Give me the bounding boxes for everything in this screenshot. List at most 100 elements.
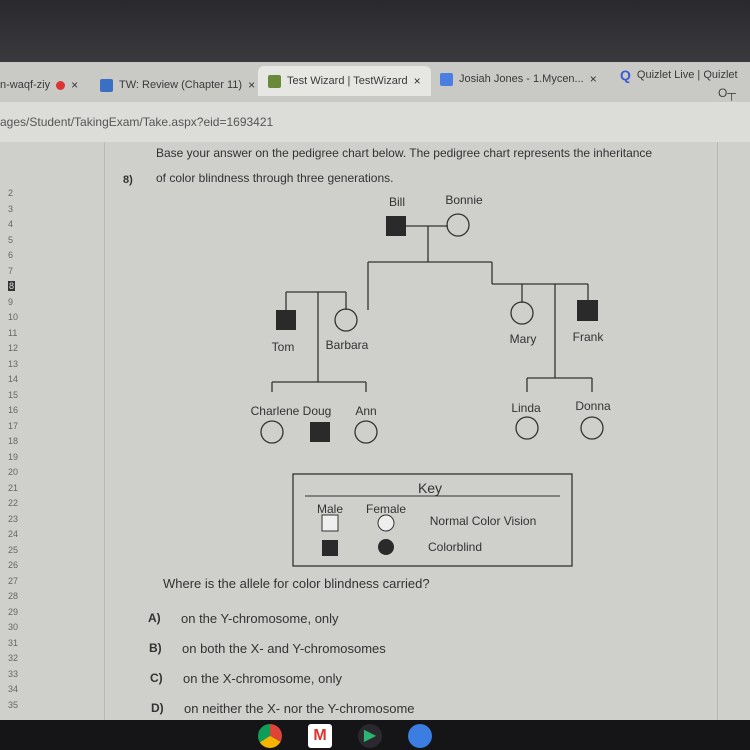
question-nav-item[interactable]: 24 — [8, 529, 19, 539]
option-letter[interactable]: D) — [151, 701, 164, 715]
question-nav-item[interactable]: 3 — [8, 203, 14, 214]
question-nav-item[interactable]: 32 — [8, 653, 19, 663]
bonnie-symbol — [446, 213, 470, 237]
close-icon[interactable]: × — [589, 72, 597, 86]
tab-meet[interactable]: n-waqf-ziy × — [0, 70, 78, 100]
frank-symbol — [577, 300, 598, 321]
label-linda: Linda — [511, 401, 541, 415]
label-donna: Donna — [575, 399, 611, 413]
question-nav-item[interactable]: 22 — [8, 498, 19, 508]
play-store-icon[interactable]: ▶ — [358, 724, 382, 748]
tab-test-wizard[interactable]: Test Wizard | TestWizard × — [258, 66, 431, 96]
question-nav-item[interactable]: 8 — [8, 281, 16, 291]
question-nav-item[interactable]: 16 — [8, 405, 19, 415]
tw-icon — [100, 78, 113, 92]
label-charlene-doug: Charlene Doug — [250, 404, 332, 418]
quizlet-icon: Q — [620, 67, 631, 83]
key-colorblind-label: Colorblind — [427, 540, 483, 554]
barbara-symbol — [334, 308, 358, 332]
close-icon[interactable]: × — [413, 74, 421, 88]
question-nav-item[interactable]: 14 — [8, 374, 19, 384]
question-nav-item[interactable]: 5 — [8, 234, 14, 245]
question-nav-item[interactable]: 12 — [8, 343, 19, 353]
doug-symbol — [310, 422, 330, 442]
tab-label: Test Wizard | TestWizard — [287, 75, 408, 87]
tab-quizlet[interactable]: Q Quizlet Live | Quizlet — [620, 60, 738, 90]
option-letter[interactable]: B) — [149, 641, 162, 655]
tab-bar: n-waqf-ziy × TW: Review (Chapter 11) × Tes… — [0, 62, 750, 102]
key-colorblind-female — [378, 539, 394, 555]
screen-bezel — [0, 0, 750, 62]
question-nav-item[interactable]: 35 — [8, 699, 19, 710]
question-nav-item[interactable]: 31 — [8, 637, 19, 648]
label-bill: Bill — [388, 195, 406, 209]
key-icon[interactable]: O┬ — [718, 86, 736, 100]
docs-icon — [440, 72, 453, 86]
question-nav-item[interactable]: 15 — [8, 389, 19, 400]
taskbar: M ▶ — [0, 720, 750, 750]
ann-symbol — [354, 420, 378, 444]
question-nav-item[interactable]: 2 — [8, 188, 14, 198]
charlene-symbol — [260, 420, 284, 444]
tab-label: Quizlet Live | Quizlet — [636, 69, 738, 81]
question-intro: of color blindness through three generat… — [156, 171, 394, 185]
chrome-icon[interactable] — [258, 724, 282, 748]
question-nav-item[interactable]: 25 — [8, 544, 19, 555]
question-nav-item[interactable]: 6 — [8, 250, 14, 260]
question-nav-item[interactable]: 34 — [8, 684, 19, 694]
label-mary: Mary — [509, 332, 537, 346]
key-colorblind-male — [322, 540, 338, 556]
option-text[interactable]: on the Y-chromosome, only — [181, 611, 339, 626]
bill-symbol — [386, 216, 406, 236]
question-nav-item[interactable]: 18 — [8, 436, 19, 446]
address-bar[interactable]: ages/Student/TakingExam/Take.aspx?eid=16… — [0, 102, 750, 142]
label-tom: Tom — [271, 340, 295, 354]
key-title: Key — [417, 480, 443, 496]
question-intro: Base your answer on the pedigree chart b… — [156, 146, 653, 160]
question-nav-item[interactable]: 20 — [8, 467, 19, 477]
key-normal-male — [321, 514, 339, 532]
question-nav-item[interactable]: 17 — [8, 420, 19, 431]
option-letter[interactable]: A) — [148, 611, 161, 625]
question-nav-item[interactable]: 33 — [8, 668, 19, 679]
url-text: ages/Student/TakingExam/Take.aspx?eid=16… — [0, 115, 274, 129]
tab-label: TW: Review (Chapter 11) — [119, 79, 243, 91]
files-icon[interactable] — [408, 724, 432, 748]
question-nav-item[interactable]: 23 — [8, 513, 19, 524]
tab-tw-review[interactable]: TW: Review (Chapter 11) × — [100, 70, 255, 100]
label-barbara: Barbara — [325, 338, 369, 352]
question-nav-item[interactable]: 30 — [8, 622, 19, 632]
question-nav-item[interactable]: 4 — [8, 219, 14, 229]
option-text[interactable]: on both the X- and Y-chromosomes — [182, 641, 386, 656]
tom-symbol — [276, 310, 296, 330]
key-male-label: Male — [316, 502, 344, 516]
key-box — [292, 473, 573, 567]
tab-docs[interactable]: Josiah Jones - 1.Mycen...× — [440, 64, 597, 94]
question-nav-item[interactable]: 21 — [8, 482, 19, 493]
question-nav-item[interactable]: 27 — [8, 575, 19, 586]
question-nav-item[interactable]: 11 — [8, 327, 18, 338]
question-nav-item[interactable]: 7 — [8, 265, 14, 276]
question-nav-item[interactable]: 29 — [8, 606, 19, 617]
question-nav-item[interactable]: 13 — [8, 358, 19, 369]
gmail-icon[interactable]: M — [308, 724, 332, 748]
option-text[interactable]: on the X-chromosome, only — [183, 671, 342, 686]
label-bonnie: Bonnie — [445, 193, 483, 207]
option-letter[interactable]: C) — [150, 671, 163, 685]
close-icon[interactable]: × — [248, 78, 256, 92]
close-icon[interactable]: × — [71, 78, 79, 92]
question-nav-item[interactable]: 28 — [8, 591, 19, 601]
question-nav-item[interactable]: 19 — [8, 451, 19, 462]
question-nav-item[interactable]: 26 — [8, 560, 19, 570]
key-normal-female — [377, 514, 395, 532]
option-text[interactable]: on neither the X- nor the Y-chromosome — [184, 701, 415, 716]
label-ann: Ann — [355, 404, 377, 418]
tab-label: n-waqf-ziy — [0, 79, 51, 91]
linda-symbol — [515, 416, 539, 440]
question-nav-item[interactable]: 9 — [8, 296, 14, 307]
question-nav-item[interactable]: 10 — [8, 312, 19, 322]
label-frank: Frank — [572, 330, 604, 344]
question-number: 8) — [123, 174, 133, 186]
